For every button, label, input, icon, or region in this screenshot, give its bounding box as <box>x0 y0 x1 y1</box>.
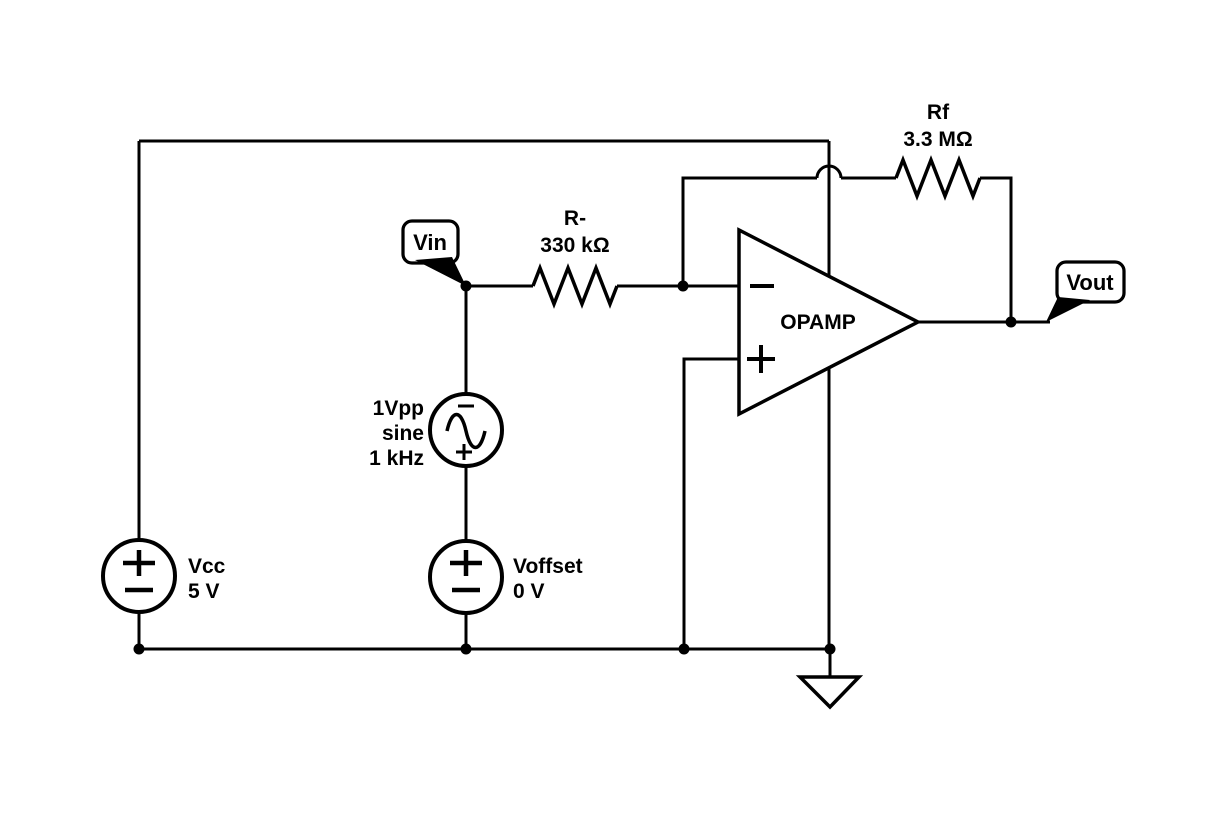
plus-icon <box>123 550 155 576</box>
opamp-triangle <box>737 227 922 417</box>
signal-shape: sine <box>382 422 424 445</box>
resistor-rf-labels: Rf 3.3 MΩ <box>903 101 972 151</box>
junction-dot-rail-ground <box>824 643 836 655</box>
sine-polarity-icons <box>456 404 474 460</box>
wire-hop-arc <box>815 164 843 179</box>
vcc-value: 5 V <box>188 580 220 603</box>
plus-icon <box>450 550 482 576</box>
vin-label-pointer-icon <box>415 257 466 286</box>
voffset-source: Voffset 0 V <box>428 539 583 615</box>
ground-icon <box>795 675 864 710</box>
vout-net-label: Vout <box>1046 260 1126 322</box>
voffset-polarity-icons <box>450 550 482 593</box>
opamp-symbol: OPAMP <box>737 227 922 417</box>
junction-dot-rail-noninverting <box>678 643 690 655</box>
rf-value: 3.3 MΩ <box>903 128 972 151</box>
sine-wave-icon <box>445 412 487 450</box>
vout-label-box <box>1055 260 1126 304</box>
voffset-source-circle <box>428 539 504 615</box>
rf-name: Rf <box>927 101 950 124</box>
signal-amplitude: 1Vpp <box>373 397 424 420</box>
plus-icon <box>456 444 472 460</box>
resistor-rf-zigzag <box>894 155 982 201</box>
junction-dot-rail-voffset <box>460 643 472 655</box>
wire-rf-right-lead <box>980 176 1013 322</box>
vout-label-pointer-icon <box>1046 297 1090 322</box>
wires <box>137 139 1050 677</box>
noninverting-input-plus-icon <box>747 345 775 373</box>
vcc-polarity-icons <box>123 550 155 593</box>
rin-name: R- <box>564 207 586 230</box>
vcc-name: Vcc <box>188 555 226 578</box>
wire-feedback-riser <box>681 176 817 286</box>
resistor-rin-labels: R- 330 kΩ <box>540 207 609 257</box>
vout-label-text: Vout <box>1066 270 1114 295</box>
junction-dot-output-node <box>1005 316 1017 328</box>
vin-net-label: Vin <box>401 219 466 286</box>
signal-frequency: 1 kHz <box>369 447 424 470</box>
wire-noninverting-to-rail <box>682 357 739 649</box>
junction-dot-rail-vcc <box>133 643 145 655</box>
resistor-rin-zigzag <box>531 263 619 309</box>
rin-value: 330 kΩ <box>540 234 609 257</box>
junction-dot-inverting-node <box>677 280 689 292</box>
opamp-label: OPAMP <box>780 311 855 334</box>
voffset-name: Voffset <box>513 555 583 578</box>
voffset-value: 0 V <box>513 580 545 603</box>
opamp-input-markers <box>747 284 775 373</box>
vin-label-text: Vin <box>413 230 447 255</box>
vcc-source: Vcc 5 V <box>101 538 226 614</box>
sine-source: 1Vpp sine 1 kHz <box>369 392 504 470</box>
